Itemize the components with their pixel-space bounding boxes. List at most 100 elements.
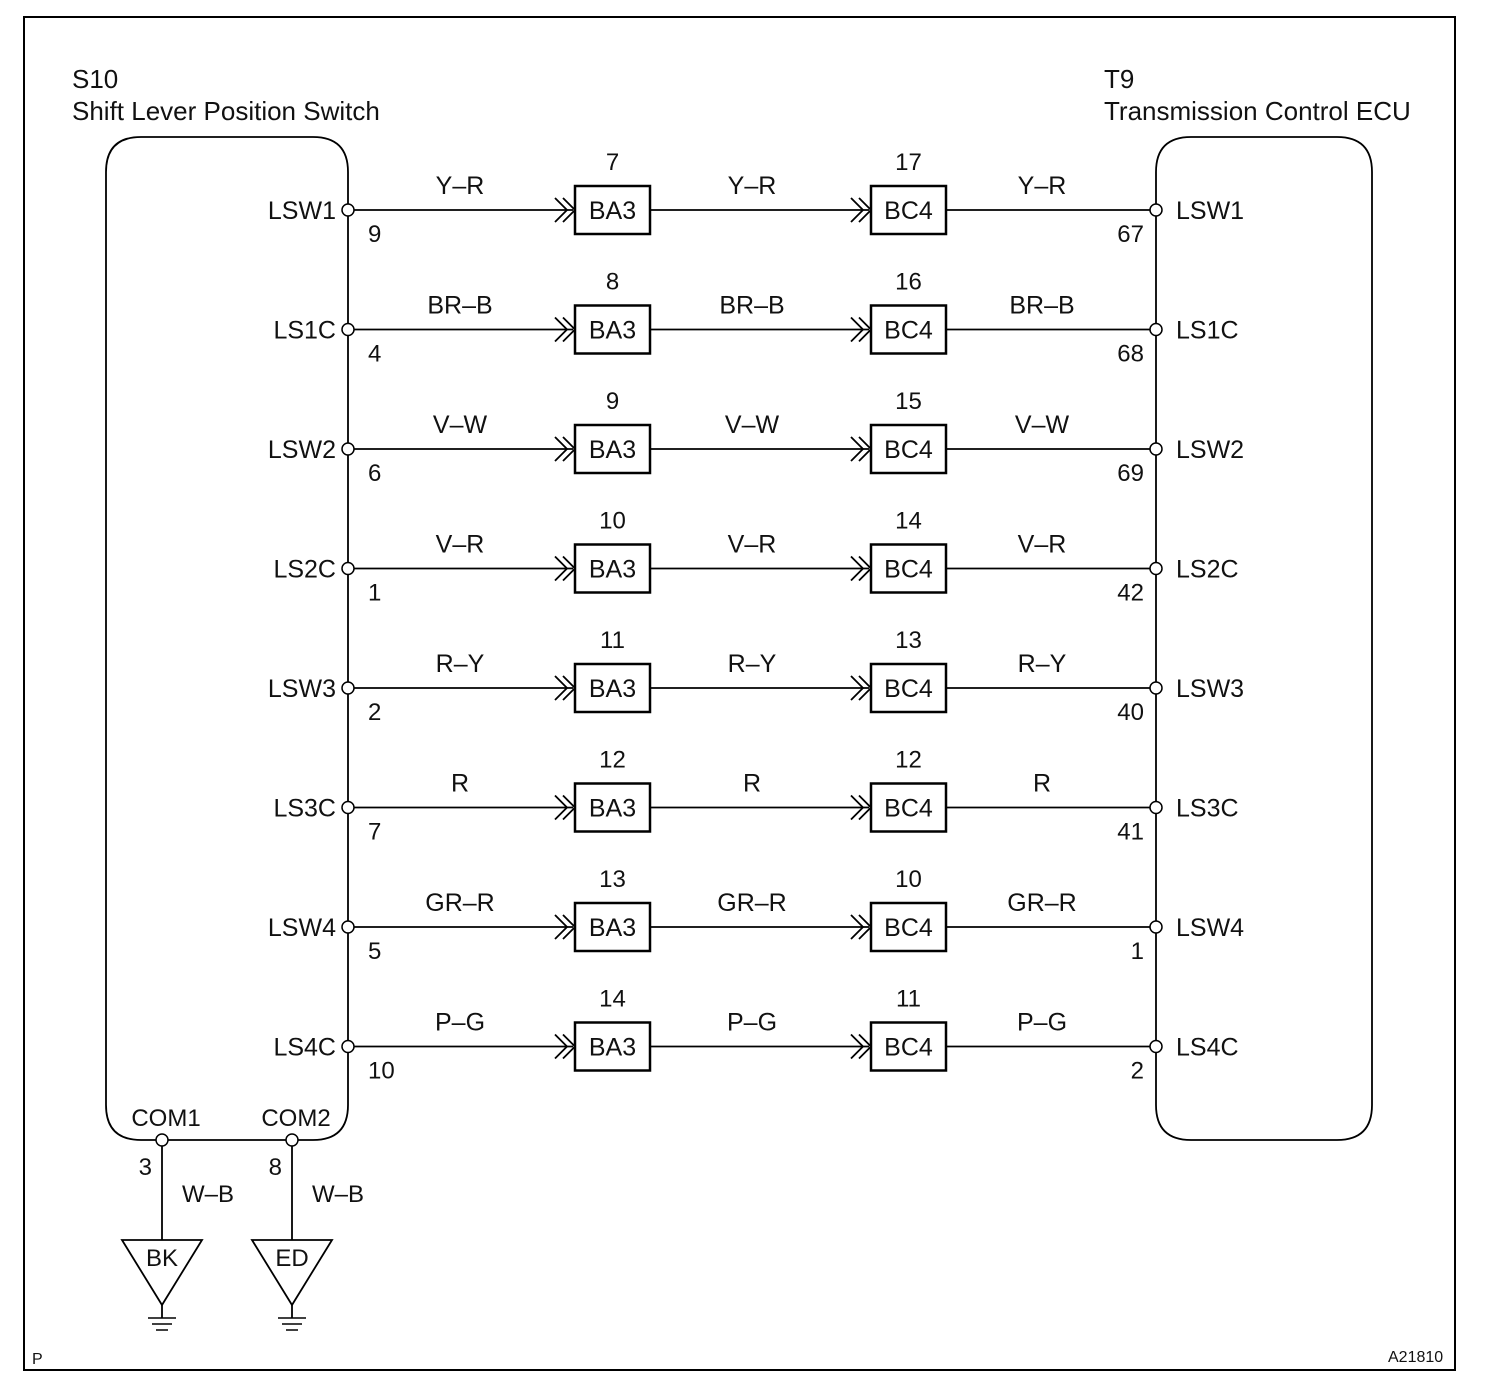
wire-color-label: R (1033, 770, 1051, 798)
wire-color-label: R–Y (728, 650, 777, 678)
right-signal-label: LSW2 (1176, 436, 1244, 464)
connector-pin-number: 9 (606, 388, 619, 415)
left-terminal (341, 561, 355, 576)
left-terminal (341, 322, 355, 337)
left-pin-number: 1 (368, 580, 381, 607)
junction-connector-ba3 (573, 304, 652, 355)
junction-connector-bc4 (869, 782, 948, 833)
connector-code-label: BC4 (884, 1034, 933, 1062)
wire-color-label: P–G (1017, 1009, 1067, 1037)
right-pin-number: 42 (1117, 580, 1144, 607)
connector-pin-number: 14 (599, 986, 626, 1013)
junction-connector-ba3 (573, 184, 652, 236)
right-signal-label: LS1C (1176, 317, 1239, 345)
connector-pin-number: 10 (895, 866, 922, 893)
right-terminal (1149, 681, 1163, 695)
junction-connector-bc4 (869, 423, 948, 475)
right-pin-number: 1 (1131, 938, 1144, 965)
ground-terminal-label: COM2 (261, 1105, 330, 1132)
ground-terminal (155, 1133, 169, 1147)
ground-terminal-label: COM1 (131, 1105, 200, 1132)
ground-point-icon (120, 1239, 204, 1307)
right-terminal (1149, 800, 1163, 815)
connector-code-label: BC4 (884, 436, 933, 464)
right-pin-number: 69 (1117, 460, 1144, 487)
left-terminal (341, 920, 355, 934)
right-pin-number: 41 (1117, 819, 1144, 846)
wire-color-label: GR–R (717, 889, 786, 917)
wire-color-label: V–R (1018, 531, 1067, 559)
connector-pin-number: 13 (895, 627, 922, 654)
right-pin-number: 67 (1117, 221, 1144, 248)
right-signal-label: LSW4 (1176, 914, 1244, 942)
connector-code-label: BA3 (589, 675, 636, 703)
right-terminal (1149, 1039, 1163, 1054)
wire-color-label: R–Y (436, 650, 485, 678)
right-component-name: Transmission Control ECU (1104, 96, 1411, 126)
connector-pin-number: 17 (895, 149, 922, 176)
left-pin-number: 5 (368, 938, 381, 965)
ground-point-icon (250, 1239, 334, 1307)
left-terminal (341, 203, 355, 217)
junction-connector-bc4 (869, 1021, 948, 1072)
connector-pin-number: 10 (599, 508, 626, 535)
left-pin-number: 10 (368, 1058, 395, 1085)
transmission-ecu-body (1155, 136, 1373, 1141)
junction-connector-ba3 (573, 543, 652, 594)
connector-code-label: BC4 (884, 914, 933, 942)
wire-color-label: BR–B (427, 292, 492, 320)
connector-code-label: BC4 (884, 197, 933, 225)
connector-pin-number: 16 (895, 269, 922, 296)
wire-color-label: R (451, 770, 469, 798)
left-pin-number: 9 (368, 221, 381, 248)
connector-pin-number: 13 (599, 866, 626, 893)
diagram-frame (23, 16, 1456, 1371)
wire-color-label: R (743, 770, 761, 798)
left-terminal (341, 442, 355, 456)
junction-connector-bc4 (869, 543, 948, 594)
wire-color-label: P–G (727, 1009, 777, 1037)
left-component-code: S10 (72, 64, 118, 94)
left-terminal (341, 800, 355, 815)
connector-code-label: BC4 (884, 556, 933, 584)
ground-pin-number: 3 (139, 1154, 152, 1181)
right-component-code: T9 (1104, 64, 1134, 94)
ground-wire-color: W–B (182, 1181, 234, 1208)
left-signal-label: LSW2 (268, 436, 336, 464)
left-signal-label: LS3C (273, 795, 336, 823)
connector-code-label: BC4 (884, 795, 933, 823)
left-signal-label: LSW4 (268, 914, 336, 942)
connector-code-label: BA3 (589, 197, 636, 225)
ground-terminal (285, 1133, 299, 1147)
connector-pin-number: 14 (895, 508, 922, 535)
left-pin-number: 6 (368, 460, 381, 487)
figure-code: A21810 (1388, 1349, 1443, 1366)
connector-code-label: BA3 (589, 914, 636, 942)
right-signal-label: LS3C (1176, 795, 1239, 823)
ground-point-label: ED (275, 1245, 308, 1272)
left-signal-label: LSW1 (268, 197, 336, 225)
right-terminal (1149, 442, 1163, 456)
right-signal-label: LSW3 (1176, 675, 1244, 703)
connector-code-label: BC4 (884, 317, 933, 345)
connector-code-label: BA3 (589, 1034, 636, 1062)
right-pin-number: 40 (1117, 699, 1144, 726)
wire-color-label: V–W (725, 411, 780, 439)
left-signal-label: LSW3 (268, 675, 336, 703)
right-terminal (1149, 203, 1163, 217)
right-terminal (1149, 322, 1163, 337)
left-terminal (341, 1039, 355, 1054)
connector-pin-number: 12 (599, 747, 626, 774)
wire-color-label: Y–R (1018, 172, 1067, 200)
left-signal-label: LS4C (273, 1034, 336, 1062)
wire-color-label: GR–R (1007, 889, 1076, 917)
wire-color-label: Y–R (436, 172, 485, 200)
connector-code-label: BA3 (589, 436, 636, 464)
connector-code-label: BA3 (589, 556, 636, 584)
wire-color-label: V–W (1015, 411, 1070, 439)
left-signal-label: LS2C (273, 556, 336, 584)
right-signal-label: LS2C (1176, 556, 1239, 584)
junction-connector-ba3 (573, 423, 652, 475)
junction-connector-bc4 (869, 304, 948, 355)
